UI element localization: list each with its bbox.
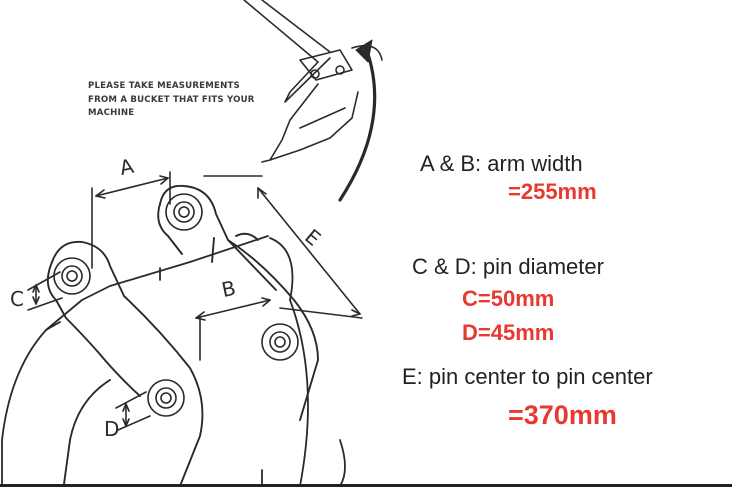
bottom-divider: [0, 484, 732, 487]
dimension-c-line: [27, 271, 63, 311]
instruction-line-2: FROM A BUCKET THAT FITS YOUR: [88, 94, 255, 105]
measurement-instructions: PLEASE TAKE MEASUREMENTS FROM A BUCKET T…: [88, 80, 298, 121]
dimension-d-line: [115, 391, 151, 431]
label-e: E: [300, 224, 325, 251]
arm-width-value: =255mm: [508, 179, 597, 204]
label-d: D: [104, 417, 119, 441]
pin-a-upper-right: [165, 193, 203, 231]
instruction-line-3: MACHINE: [88, 108, 135, 118]
pin-d-diameter-value: D=45mm: [462, 320, 555, 345]
bucket-body: [1, 235, 346, 487]
rear-ear-plate: [157, 184, 319, 421]
pin-e-lower-right: [261, 323, 299, 361]
pin-d-lower-left: [147, 379, 185, 417]
instruction-line-1: PLEASE TAKE MEASUREMENTS: [88, 81, 240, 91]
front-ear-plate: [46, 240, 204, 487]
pin-center-distance-label: E: pin center to pin center: [402, 364, 653, 389]
pin-diameter-label: C & D: pin diameter: [412, 254, 604, 279]
label-a: A: [117, 154, 136, 180]
pin-c-diameter-value: C=50mm: [462, 286, 555, 311]
excavator-arm-illustration: [243, 0, 383, 163]
arm-width-label: A & B: arm width: [420, 151, 583, 176]
rotation-arrow: [338, 46, 377, 202]
label-c: C: [10, 287, 24, 311]
dimension-e-line: [203, 175, 363, 319]
pin-center-distance-value: =370mm: [508, 400, 617, 430]
dimension-b-line: [195, 297, 271, 361]
pin-c-upper-left: [53, 257, 91, 295]
label-b: B: [219, 276, 237, 302]
